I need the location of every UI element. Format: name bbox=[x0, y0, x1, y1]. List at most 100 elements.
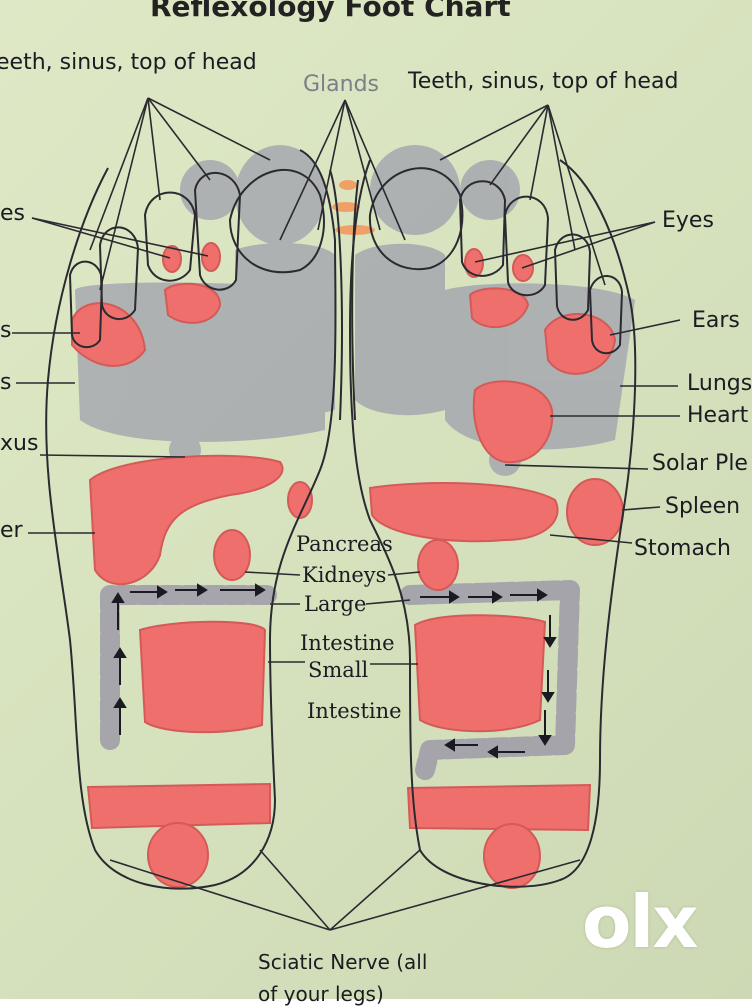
label-lungs-right: Lungs bbox=[687, 371, 752, 396]
left-arrow-right-2-head bbox=[197, 583, 208, 597]
sciatic-line-3 bbox=[329, 849, 421, 931]
right-intestine-loop bbox=[400, 580, 580, 780]
teeth-left-line-1 bbox=[99, 97, 149, 291]
glands-line-1 bbox=[279, 99, 346, 241]
left-eye-spot-1 bbox=[162, 245, 182, 273]
eyes-left-line-1 bbox=[31, 217, 171, 259]
right-eye-spot-1 bbox=[464, 248, 484, 278]
label-pancreas: Pancreas bbox=[296, 532, 393, 556]
right-toe-2-outline bbox=[503, 195, 550, 297]
label-intestine-1: Intestine bbox=[300, 631, 395, 655]
eyes-left-line-2 bbox=[31, 217, 209, 257]
right-sciatic-spot bbox=[483, 823, 541, 889]
right-gland-divider bbox=[351, 179, 359, 421]
teeth-right-line-4 bbox=[547, 104, 576, 251]
label-ears-right: Ears bbox=[692, 308, 740, 333]
left-arrow-up-3-head bbox=[111, 592, 125, 603]
left-glands-zone bbox=[235, 243, 335, 414]
teeth-right-line-1 bbox=[439, 104, 549, 161]
label-lungs-left: s bbox=[0, 370, 12, 395]
gland-mark-2 bbox=[332, 202, 360, 212]
label-sciatic-2: of your legs) bbox=[258, 982, 384, 1006]
label-plexus-left: xus bbox=[0, 431, 39, 456]
glands-line-2 bbox=[317, 99, 346, 231]
label-liver-left: er bbox=[0, 518, 23, 543]
left-intestine-loop bbox=[100, 585, 280, 750]
eyes-right-line-2 bbox=[521, 221, 656, 269]
gland-mark-1 bbox=[339, 180, 357, 190]
label-teeth-left: eeth, sinus, top of head bbox=[0, 50, 257, 75]
right-toe-1-outline bbox=[458, 180, 507, 277]
intestine-loops bbox=[100, 580, 580, 780]
teeth-right-line-3 bbox=[529, 104, 549, 201]
right-arrow-right-1-head bbox=[449, 590, 460, 604]
right-small-intestine bbox=[413, 614, 547, 733]
label-glands: Glands bbox=[303, 72, 380, 97]
left-toe-4-outline bbox=[68, 260, 104, 349]
right-arrow-left-2-head bbox=[444, 738, 455, 752]
right-arrow-left-1-head bbox=[487, 745, 498, 759]
ears-right-line bbox=[609, 319, 681, 336]
kidneys-line-right bbox=[387, 571, 421, 576]
label-intestine-2: Intestine bbox=[307, 699, 402, 723]
right-arrow-right-2-head bbox=[492, 590, 503, 604]
right-stomach bbox=[368, 482, 559, 543]
right-kidney-spot bbox=[417, 539, 459, 591]
label-stomach: Stomach bbox=[634, 536, 732, 561]
large-line-right bbox=[365, 599, 411, 605]
teeth-left-line-2 bbox=[147, 97, 161, 201]
left-sinus-zone bbox=[163, 282, 222, 324]
teeth-left-line-5 bbox=[89, 97, 149, 251]
right-glands-zone bbox=[355, 243, 445, 416]
flow-arrows bbox=[111, 583, 557, 759]
right-sinus-zone bbox=[468, 287, 530, 329]
label-solar-plexus-right: Solar Ple bbox=[652, 451, 748, 476]
label-spleen: Spleen bbox=[665, 494, 741, 519]
right-toe-4-outline bbox=[588, 275, 624, 355]
olx-watermark-logo: olx bbox=[582, 880, 699, 964]
left-toe-1-outline bbox=[143, 191, 197, 282]
right-arrow-down-2-head bbox=[541, 692, 555, 703]
label-heart: Heart bbox=[687, 403, 749, 428]
label-sciatic-1: Sciatic Nerve (all bbox=[258, 950, 428, 974]
chart-title: Reflexology Foot Chart bbox=[150, 0, 511, 23]
teeth-left-line-3 bbox=[147, 97, 211, 181]
label-large: Large bbox=[304, 592, 367, 616]
label-teeth-right: Teeth, sinus, top of head bbox=[408, 69, 679, 94]
left-sciatic-spot bbox=[147, 822, 209, 888]
left-arrow-right-3-head bbox=[255, 583, 266, 597]
right-toe-zone bbox=[460, 160, 520, 220]
label-small: Small bbox=[308, 658, 369, 682]
pointer-lines bbox=[12, 97, 681, 931]
right-spleen-spot bbox=[566, 478, 624, 546]
right-arrow-down-3-head bbox=[538, 735, 552, 746]
glands-line-4 bbox=[344, 99, 406, 241]
left-foot-outline bbox=[45, 149, 337, 890]
left-big-toe-zone bbox=[235, 145, 325, 245]
left-gallbladder-spot bbox=[213, 529, 251, 581]
label-eyes-right: Eyes bbox=[662, 208, 714, 233]
left-arrow-up-1-head bbox=[113, 697, 127, 708]
sciatic-line-4 bbox=[329, 859, 581, 931]
solar-plexus-right-line bbox=[504, 464, 649, 470]
teeth-left-line-4 bbox=[147, 97, 271, 161]
teeth-right-line-5 bbox=[547, 104, 606, 286]
right-toe-3-outline bbox=[553, 233, 592, 321]
sciatic-line-2 bbox=[259, 849, 331, 931]
sciatic-line-1 bbox=[109, 859, 331, 931]
right-arrow-right-3-head bbox=[537, 588, 548, 602]
left-liver bbox=[88, 454, 284, 586]
right-heart bbox=[472, 380, 554, 464]
stomach-line bbox=[549, 534, 633, 544]
plexus-left-line bbox=[39, 454, 186, 458]
right-pancreas-spot bbox=[287, 481, 313, 519]
left-arrow-right-1-head bbox=[157, 585, 168, 599]
label-kidneys: Kidneys bbox=[302, 563, 387, 587]
left-heel bbox=[86, 782, 271, 830]
red-organs bbox=[71, 242, 624, 889]
glands-line-3 bbox=[344, 99, 381, 231]
spleen-line bbox=[621, 506, 661, 511]
left-toe-zone bbox=[180, 160, 240, 220]
left-eye-spot-2 bbox=[201, 242, 221, 272]
